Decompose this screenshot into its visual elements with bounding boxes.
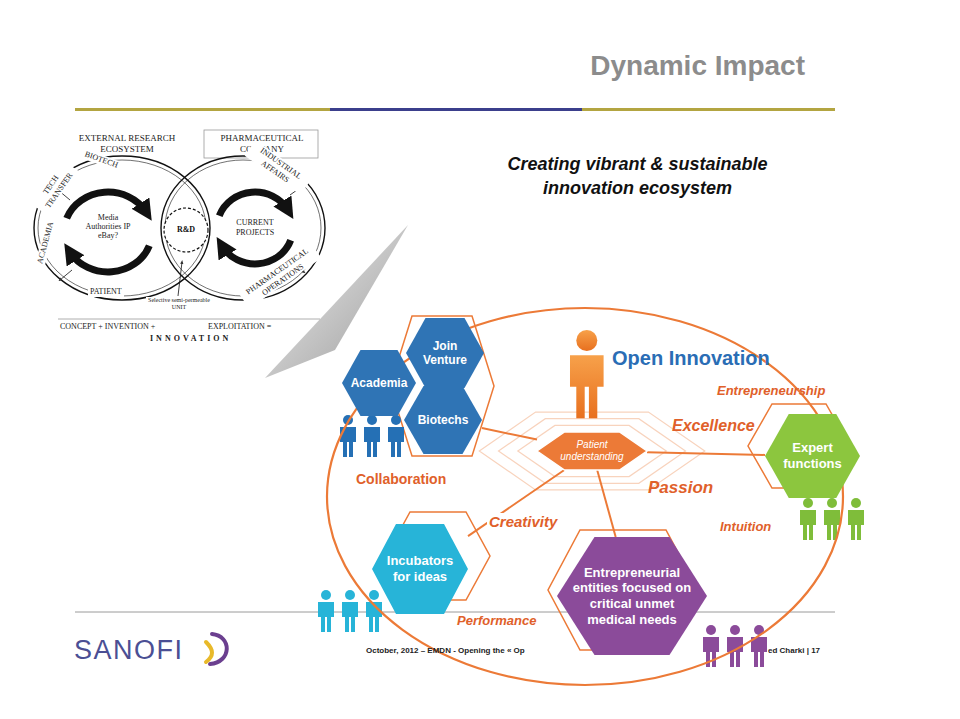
partner-hexagon: Biotechs	[404, 386, 482, 454]
hexagon-fill	[557, 537, 707, 655]
person-body	[318, 602, 334, 632]
cycle-arrow	[222, 240, 291, 264]
title-rule-left	[75, 108, 330, 111]
value-word: Performance	[457, 613, 536, 629]
person-head	[369, 590, 379, 600]
entrepreneurial-hexagon: Entrepreneurial entities focused on crit…	[557, 537, 707, 655]
glow-ring	[518, 425, 667, 476]
ellipse-outline	[327, 308, 843, 685]
person-body	[751, 637, 767, 667]
hexagon-fill	[537, 432, 647, 470]
node-text: Incubators for ideas	[381, 553, 460, 584]
partner-hexagon: Join Venture	[406, 318, 484, 388]
cycle-arrow	[219, 192, 288, 216]
footer-text: ed Charki | 17	[768, 646, 820, 656]
person-icon	[800, 498, 816, 540]
person-body	[364, 427, 380, 457]
person-head	[730, 625, 740, 635]
person-icon	[364, 415, 380, 457]
hexagon-fill	[406, 318, 484, 388]
person-head	[576, 330, 597, 351]
value-word: Intuition	[720, 519, 771, 535]
people-icons	[318, 330, 864, 667]
sanofi-logo-mark	[206, 634, 227, 664]
hexagon-fill	[342, 350, 416, 416]
hexagon-fill	[765, 414, 860, 498]
value-word: Creativity	[487, 513, 559, 531]
value-word: Entrepreneurship	[717, 383, 825, 399]
node-text: Patient understanding	[550, 439, 634, 463]
inset-rule	[58, 319, 320, 320]
connector-line	[597, 470, 616, 537]
node-text: R&D	[169, 225, 204, 235]
person-icon	[848, 498, 864, 540]
connector-line	[482, 428, 537, 440]
slide-title: Dynamic Impact	[590, 50, 805, 82]
value-word: Excellence	[672, 416, 755, 435]
equation-text: EXPLOITATION =	[208, 322, 271, 332]
person-head	[321, 590, 331, 600]
expert-hexagon: Expert functions	[765, 414, 860, 498]
person-head	[803, 498, 813, 508]
node-text: Academia	[350, 376, 409, 390]
innovation-ellipse: Open InnovationAcademia Join VentureBiote…	[327, 308, 843, 685]
hexagon-fill	[404, 386, 482, 454]
glow-ring	[499, 419, 686, 484]
subtitle: Creating vibrant & sustainable innovatio…	[470, 152, 805, 201]
person-icon	[570, 330, 604, 418]
person-icon	[342, 590, 358, 632]
title-rule-right	[582, 108, 835, 111]
node-text: Join Venture	[414, 339, 476, 368]
flow-arrow	[60, 270, 72, 280]
rd-circle: R&D	[164, 208, 208, 252]
ring-center-label: CURRENT PROJECTS	[225, 218, 285, 237]
logo-swirl-yellow	[206, 642, 212, 662]
value-word: Collaboration	[356, 471, 446, 488]
person-body	[388, 427, 404, 457]
equation-text: CONCEPT + INVENTION +	[60, 322, 155, 332]
person-head	[391, 415, 401, 425]
incubator-hexagon: Incubators for ideas	[372, 524, 468, 614]
pointer-arrow	[178, 262, 182, 296]
person-body	[800, 510, 816, 540]
partner-hexagon: Academia	[342, 350, 416, 416]
cycle-arrow	[70, 246, 149, 272]
ring-center-label: Media Authorities IP eBay?	[81, 213, 135, 241]
connector-line	[647, 452, 765, 455]
logo-wordmark: SANOFI	[74, 634, 184, 666]
node-text: Biotechs	[412, 413, 474, 427]
hexagon-fill	[372, 524, 468, 614]
person-head	[706, 625, 716, 635]
person-head	[367, 415, 377, 425]
connector-line	[468, 470, 564, 536]
person-head	[851, 498, 861, 508]
node-text: Entrepreneurial entities focused on crit…	[572, 565, 692, 627]
person-head	[827, 498, 837, 508]
person-head	[345, 590, 355, 600]
footer-text: October, 2012 – EMDN - Opening the « Op	[366, 646, 525, 656]
person-body	[342, 602, 358, 632]
inset-illustration	[34, 130, 325, 319]
footer-rule	[75, 612, 835, 613]
equation-text: INNOVATION	[150, 334, 231, 344]
node-text: Open Innovation	[612, 346, 770, 370]
person-icon	[388, 415, 404, 457]
person-body	[570, 355, 604, 418]
person-icon	[318, 590, 334, 632]
node-text: Expert functions	[777, 440, 849, 471]
value-word: Passion	[648, 478, 713, 498]
unit-note: Selective semi-permeable UNIT	[146, 297, 212, 310]
circle-outline	[164, 208, 208, 252]
person-body	[848, 510, 864, 540]
title-rule-mid	[330, 108, 582, 111]
core-hexagon: Patient understanding	[537, 432, 647, 470]
ring-label: PATIENT	[88, 287, 124, 297]
